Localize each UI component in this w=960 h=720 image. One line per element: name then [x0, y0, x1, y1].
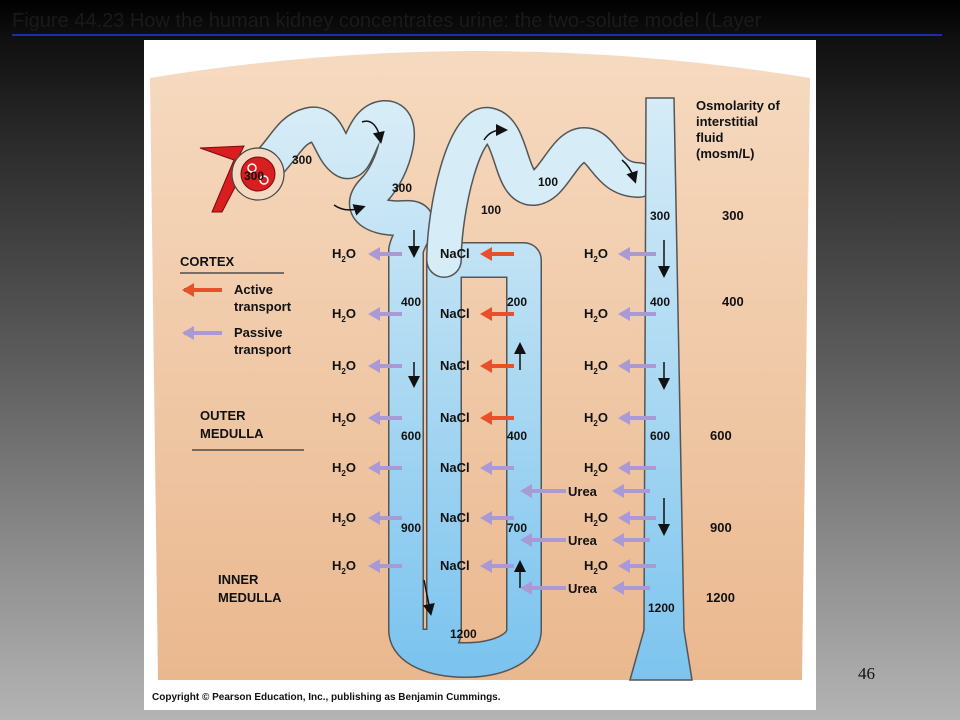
copyright-text: Copyright © Pearson Education, Inc., pub…: [152, 692, 501, 703]
desc-water-label-1: H2O: [332, 306, 356, 324]
desc-water-label-4: H2O: [332, 460, 356, 478]
desc-water-arrow-3-head: [368, 411, 380, 425]
cd-water-label-6: H2O: [584, 558, 608, 576]
svg-text:(mosm/L): (mosm/L): [696, 146, 755, 161]
asc-salt-arrow-2-head: [480, 359, 492, 373]
zone-inner-label-2: MEDULLA: [218, 590, 282, 605]
urea-out-arrow-1-head: [612, 533, 624, 547]
cd-400-label: 400: [650, 295, 670, 309]
asc-700-label: 700: [507, 521, 527, 535]
osmolarity-header: Osmolarity of interstitial fluid (mosm/L…: [696, 98, 780, 161]
desc-900-label: 900: [401, 521, 421, 535]
cd-water-arrow-1-head: [618, 307, 630, 321]
proximal-exit-label: 300: [392, 181, 412, 195]
legend: CORTEX Active transport Passive transpor…: [180, 254, 292, 605]
slide-title: Figure 44.23 How the human kidney concen…: [12, 8, 942, 36]
loop-bottom-label: 1200: [450, 627, 477, 641]
page-number: 46: [858, 664, 875, 683]
glomerulus: 300: [199, 145, 285, 213]
cd-water-label-1: H2O: [584, 306, 608, 324]
interstitial-900: 900: [710, 520, 732, 535]
asc-100-label: 100: [481, 203, 501, 217]
passive-label-2: transport: [234, 342, 292, 357]
desc-water-label-3: H2O: [332, 410, 356, 428]
desc-400-label: 400: [401, 295, 421, 309]
interstitial-600: 600: [710, 428, 732, 443]
flow-arrows: [333, 120, 670, 616]
desc-water-label-6: H2O: [332, 558, 356, 576]
kidney-diagram: 300 300 300 400 600 900 1200 100 200 400…: [144, 40, 816, 710]
proximal-label: 300: [292, 153, 312, 167]
desc-water-label-2: H2O: [332, 358, 356, 376]
asc-salt-label-2: NaCl: [440, 358, 470, 373]
desc-water-arrow-1-head: [368, 307, 380, 321]
urea-out-arrow-0-head: [612, 484, 624, 498]
zone-inner-label-1: INNER: [218, 572, 259, 587]
desc-water-label-5: H2O: [332, 510, 356, 528]
urea-label-0: Urea: [568, 484, 598, 499]
urea-in-arrow-0-head: [520, 484, 532, 498]
svg-text:Osmolarity of: Osmolarity of: [696, 98, 780, 113]
asc-salt-arrow-4-head: [480, 461, 492, 475]
passive-label-1: Passive: [234, 325, 282, 340]
cd-300-label: 300: [650, 209, 670, 223]
passive-arrow-icon: [182, 326, 194, 340]
cd-1200-label: 1200: [648, 601, 675, 615]
asc-salt-label-1: NaCl: [440, 306, 470, 321]
urea-in-arrow-2-head: [520, 581, 532, 595]
distal-100-label: 100: [538, 175, 558, 189]
cd-water-arrow-6-head: [618, 559, 630, 573]
desc-water-label-0: H2O: [332, 246, 356, 264]
cd-water-arrow-2-head: [618, 359, 630, 373]
asc-salt-label-5: NaCl: [440, 510, 470, 525]
asc-salt-label-4: NaCl: [440, 460, 470, 475]
nephron-tubule: [246, 97, 693, 681]
urea-out-arrow-2-head: [612, 581, 624, 595]
desc-water-arrow-5-head: [368, 511, 380, 525]
glomerulus-label: 300: [244, 169, 264, 183]
active-label-1: Active: [234, 282, 273, 297]
desc-600-label: 600: [401, 429, 421, 443]
interstitial-300: 300: [722, 208, 744, 223]
cd-water-arrow-4-head: [618, 461, 630, 475]
cd-water-arrow-5-head: [618, 511, 630, 525]
asc-salt-arrow-0-head: [480, 247, 492, 261]
zone-outer-label-1: OUTER: [200, 408, 246, 423]
svg-text:interstitial: interstitial: [696, 114, 758, 129]
interstitial-1200: 1200: [706, 590, 735, 605]
diagram-svg: 300 300 300 400 600 900 1200 100 200 400…: [150, 51, 810, 681]
asc-salt-arrow-1-head: [480, 307, 492, 321]
zone-cortex-label: CORTEX: [180, 254, 235, 269]
asc-salt-label-0: NaCl: [440, 246, 470, 261]
cd-water-label-3: H2O: [584, 410, 608, 428]
desc-water-arrow-0-head: [368, 247, 380, 261]
asc-salt-arrow-5-head: [480, 511, 492, 525]
cd-water-arrow-3-head: [618, 411, 630, 425]
asc-salt-arrow-3-head: [480, 411, 492, 425]
cd-600-label: 600: [650, 429, 670, 443]
cd-water-label-2: H2O: [584, 358, 608, 376]
cd-water-label-5: H2O: [584, 510, 608, 528]
cd-water-label-4: H2O: [584, 460, 608, 478]
asc-salt-arrow-6-head: [480, 559, 492, 573]
zone-outer-label-2: MEDULLA: [200, 426, 264, 441]
asc-200-label: 200: [507, 295, 527, 309]
asc-400-label: 400: [507, 429, 527, 443]
active-label-2: transport: [234, 299, 292, 314]
asc-salt-label-6: NaCl: [440, 558, 470, 573]
desc-water-arrow-6-head: [368, 559, 380, 573]
interstitial-400: 400: [722, 294, 744, 309]
urea-label-1: Urea: [568, 533, 598, 548]
asc-salt-label-3: NaCl: [440, 410, 470, 425]
svg-text:fluid: fluid: [696, 130, 723, 145]
desc-water-arrow-2-head: [368, 359, 380, 373]
active-arrow-icon: [182, 283, 194, 297]
urea-label-2: Urea: [568, 581, 598, 596]
cd-water-arrow-0-head: [618, 247, 630, 261]
desc-water-arrow-4-head: [368, 461, 380, 475]
cd-water-label-0: H2O: [584, 246, 608, 264]
urea-in-arrow-1-head: [520, 533, 532, 547]
